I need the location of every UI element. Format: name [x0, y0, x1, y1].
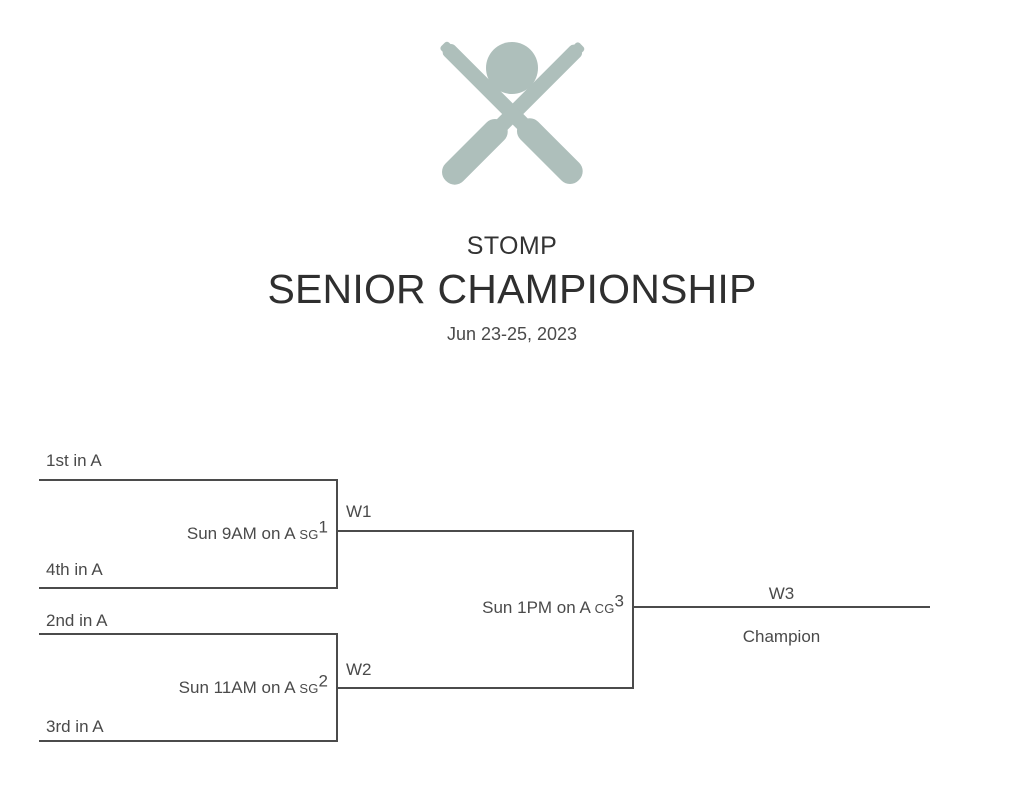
game-2-schedule: Sun 11AM on A	[178, 678, 295, 697]
game-1-schedule: Sun 9AM on A	[186, 524, 295, 543]
game-1-connector	[336, 479, 338, 589]
game-3-connector	[632, 530, 634, 689]
event-organization: STOMP	[466, 232, 558, 260]
event-dates: Jun 23-25, 2023	[446, 323, 578, 344]
event-header: STOMP SENIOR CHAMPIONSHIP Jun 23-25, 202…	[0, 0, 1024, 343]
champion-line	[633, 606, 930, 608]
game-3-number: 3	[614, 591, 624, 611]
game-3-winner-label: W3	[768, 584, 795, 603]
crossed-baseball-bats-and-ball-icon	[440, 41, 585, 185]
game-2-winner-label: W2	[346, 660, 372, 679]
game-1-top-line	[39, 479, 338, 481]
game-3-schedule: Sun 1PM on A	[482, 598, 590, 617]
game-2-top-seed: 2nd in A	[46, 611, 108, 630]
game-1-winner-label: W1	[346, 502, 372, 521]
game-3-code: CG	[594, 601, 615, 616]
logo-container	[0, 0, 1024, 200]
game-3-top-line	[337, 530, 634, 532]
game-1-code: SG	[299, 527, 319, 542]
game-3-bottom-line	[337, 687, 634, 689]
game-1-top-seed: 1st in A	[46, 451, 102, 470]
game-1-number: 1	[318, 517, 328, 537]
game-3-info: Sun 1PM on A CG3	[400, 592, 624, 617]
game-2-number: 2	[318, 671, 328, 691]
game-1-bottom-line	[39, 587, 338, 589]
game-2-info: Sun 11AM on A SG2	[90, 672, 328, 697]
game-1-info: Sun 9AM on A SG1	[100, 518, 328, 543]
game-2-top-line	[39, 633, 338, 635]
game-2-bottom-seed: 3rd in A	[46, 717, 104, 736]
game-2-code: SG	[299, 681, 319, 696]
game-2-bottom-line	[39, 740, 338, 742]
game-1-bottom-seed: 4th in A	[46, 560, 103, 579]
page-title: SENIOR CHAMPIONSHIP	[267, 266, 757, 312]
champion-label: Champion	[742, 627, 821, 646]
